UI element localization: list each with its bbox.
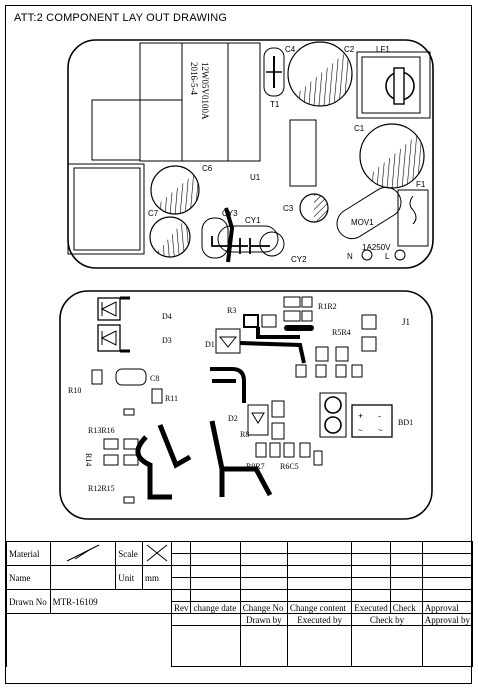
material-label: Material <box>6 541 51 566</box>
bd1-bridge <box>351 404 393 438</box>
change-content-header: Change content <box>286 601 353 614</box>
drawing-title: ATT:2 COMPONENT LAY OUT DRAWING <box>14 12 228 24</box>
drawing-sheet <box>5 5 472 684</box>
fuse-rating: 1A250V <box>362 243 391 252</box>
rev-header: Rev <box>170 601 192 614</box>
c4-capacitor <box>263 47 285 97</box>
name-label: Name <box>6 565 51 590</box>
output-connector <box>67 163 145 255</box>
check-by-header: Check by <box>351 613 423 626</box>
change-no-header: Change No <box>239 601 288 614</box>
l-coil <box>319 392 347 438</box>
label-c7: C7 <box>148 209 159 218</box>
unit-value: mm <box>141 565 172 590</box>
label-c2: C2 <box>344 45 355 54</box>
label-r6c5: R6C5 <box>280 462 299 471</box>
bottom-board-outline <box>59 290 433 520</box>
label-cy1: CY1 <box>245 216 261 225</box>
chip-label-line2: 2016-5-4 <box>189 62 199 95</box>
label-c8: C8 <box>150 374 159 383</box>
svg-text:~: ~ <box>358 426 363 435</box>
lf1-filter <box>356 51 431 119</box>
scale-label: Scale <box>115 541 143 566</box>
label-n: N <box>347 252 353 261</box>
l-terminal <box>394 249 406 261</box>
label-l: L <box>385 252 390 261</box>
f1-fuse <box>397 189 429 247</box>
svg-text:-: - <box>378 411 381 421</box>
d3-diode <box>97 324 121 352</box>
label-c4: C4 <box>285 45 296 54</box>
label-r10: R10 <box>68 386 81 395</box>
label-r1r2: R1R2 <box>318 302 337 311</box>
label-r12r15: R12R15 <box>88 484 115 493</box>
svg-text:~: ~ <box>378 426 383 435</box>
label-r11: R11 <box>165 394 178 403</box>
label-d2: D2 <box>228 414 238 423</box>
cy3-capacitor <box>201 217 229 259</box>
drawn-no-value: MTR-16109 <box>49 589 172 614</box>
scale-value <box>141 541 172 566</box>
label-f1: F1 <box>416 180 426 189</box>
label-d1: D1 <box>205 340 215 349</box>
material-value <box>49 541 117 566</box>
d2-diode <box>247 404 269 436</box>
u1-ic <box>289 119 317 187</box>
label-c3: C3 <box>283 204 294 213</box>
change-date-header: change date <box>190 601 241 614</box>
unit-label: Unit <box>115 565 143 590</box>
executed-header: Executed <box>351 601 391 614</box>
cy2-capacitor <box>259 231 285 257</box>
label-r14: R14 <box>84 453 93 466</box>
label-cy2: CY2 <box>291 255 307 264</box>
approval-by-header: Approval by <box>421 613 474 626</box>
label-r3: R3 <box>227 306 236 315</box>
name-value <box>49 565 117 590</box>
transformer-core-inner <box>181 42 229 162</box>
label-j1: J1 <box>402 317 410 327</box>
label-d3: D3 <box>162 336 172 345</box>
top-board-layout: 12W05V0100A 2016-5-4 C4 T1 C2 LF1 U1 C1 … <box>67 39 434 269</box>
bottom-board-layout: D4 D3 R3 R1R2 D1 R5R4 J1 C8 R10 R11 D2 R… <box>59 290 433 520</box>
chip-label-line1: 12W05V0100A <box>200 62 210 120</box>
label-bd1: BD1 <box>398 418 413 427</box>
check-by-signature <box>351 625 423 667</box>
executed-by-header: Executed by <box>286 613 353 626</box>
label-c1: C1 <box>354 124 365 133</box>
c8-capacitor <box>115 368 147 386</box>
drawn-by-header: Drawn by <box>239 613 288 626</box>
label-r9r7: R9R7 <box>246 462 265 471</box>
label-lf1: LF1 <box>376 45 390 54</box>
drawn-no-label: Drawn No <box>6 589 51 614</box>
approval-header: Approval <box>421 601 474 614</box>
label-c6: C6 <box>202 164 213 173</box>
label-u1: U1 <box>250 173 261 182</box>
approval-by-signature <box>421 625 474 667</box>
struck-out-mark <box>66 544 99 561</box>
label-t1: T1 <box>270 100 280 109</box>
label-d4: D4 <box>162 312 172 321</box>
d4-diode <box>97 297 121 321</box>
struck-out-mark <box>146 544 168 561</box>
label-cy3: CY3 <box>222 209 238 218</box>
transformer-core-left <box>91 99 141 161</box>
mov1-varistor <box>336 186 402 240</box>
cy1-capacitor <box>217 225 279 253</box>
title-block: Material Scale Name Unit mm Drawn No MTR… <box>6 541 474 667</box>
svg-text:+: + <box>358 411 363 421</box>
label-r8: R8 <box>240 430 249 439</box>
n-terminal <box>361 249 373 261</box>
transformer-body <box>139 42 261 162</box>
check-header: Check <box>389 601 423 614</box>
executed-by-signature <box>286 625 353 667</box>
top-board-outline <box>67 39 434 269</box>
d1-diode <box>215 328 241 354</box>
label-r5r4: R5R4 <box>332 328 351 337</box>
label-r13r16: R13R16 <box>88 426 115 435</box>
drawn-by-signature <box>239 625 288 667</box>
label-mov1: MOV1 <box>351 218 374 227</box>
